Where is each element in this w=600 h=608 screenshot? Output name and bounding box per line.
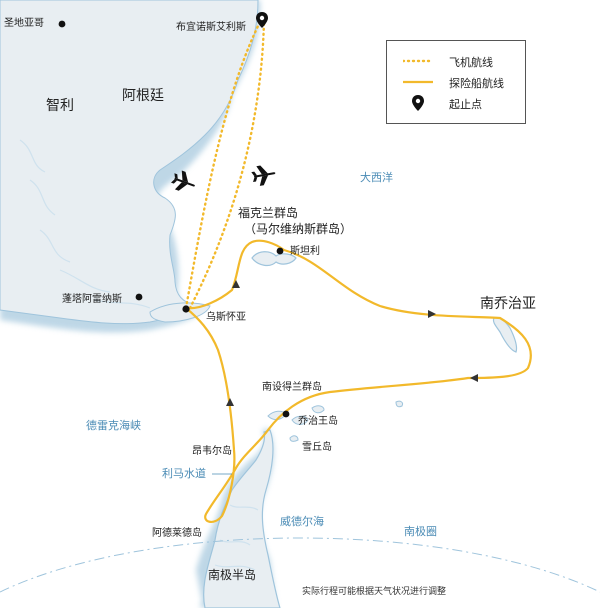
legend-pin-label: 起止点 (449, 98, 482, 111)
legend-row-ship: 探险船航线 (387, 74, 525, 90)
label-chile: 智利 (46, 98, 74, 114)
label-cuverville: 昂韦尔岛 (192, 446, 232, 457)
label-deception: 雪丘岛 (302, 442, 332, 453)
label-antarctic-peninsula: 南极半岛 (208, 568, 257, 582)
label-adelaide: 阿德莱德岛 (152, 528, 202, 539)
label-punta-arenas: 蓬塔阿雷纳斯 (62, 294, 122, 305)
label-buenos-aires: 布宜诺斯艾利斯 (176, 22, 246, 33)
label-drake: 德雷克海峡 (86, 419, 141, 432)
label-falklands: 福克兰群岛 (238, 206, 299, 220)
label-weddell: 威德尔海 (280, 515, 324, 528)
label-falklands-alt: （马尔维纳斯群岛） (244, 222, 353, 236)
label-stanley: 斯坦利 (290, 246, 320, 257)
label-south-shetland: 南设得兰群岛 (262, 382, 322, 393)
map-legend: 飞机航线 探险船航线 起止点 (386, 40, 526, 124)
footnote: 实际行程可能根据天气状况进行调整 (302, 587, 447, 597)
label-lemaire: 利马水道 (162, 467, 206, 480)
label-antarctic-circle: 南极圈 (404, 525, 437, 538)
label-atlantic: 大西洋 (360, 171, 393, 184)
legend-ship-label: 探险船航线 (449, 77, 504, 90)
legend-row-flight: 飞机航线 (387, 53, 525, 69)
label-argentina: 阿根廷 (122, 88, 164, 104)
legend-row-pin: 起止点 (387, 95, 525, 111)
label-king-george: 乔治王岛 (298, 416, 338, 427)
flight-line-icon (403, 59, 433, 63)
label-ushuaia: 乌斯怀亚 (206, 312, 246, 323)
ship-line-icon (403, 80, 433, 84)
location-pin-icon (412, 95, 424, 111)
antarctic-circle-line (0, 537, 600, 593)
south-america-land (0, 0, 259, 325)
south-georgia-island (492, 317, 518, 353)
legend-flight-label: 飞机航线 (449, 56, 493, 69)
label-south-georgia: 南乔治亚 (480, 296, 536, 312)
label-santiago: 圣地亚哥 (4, 18, 44, 29)
